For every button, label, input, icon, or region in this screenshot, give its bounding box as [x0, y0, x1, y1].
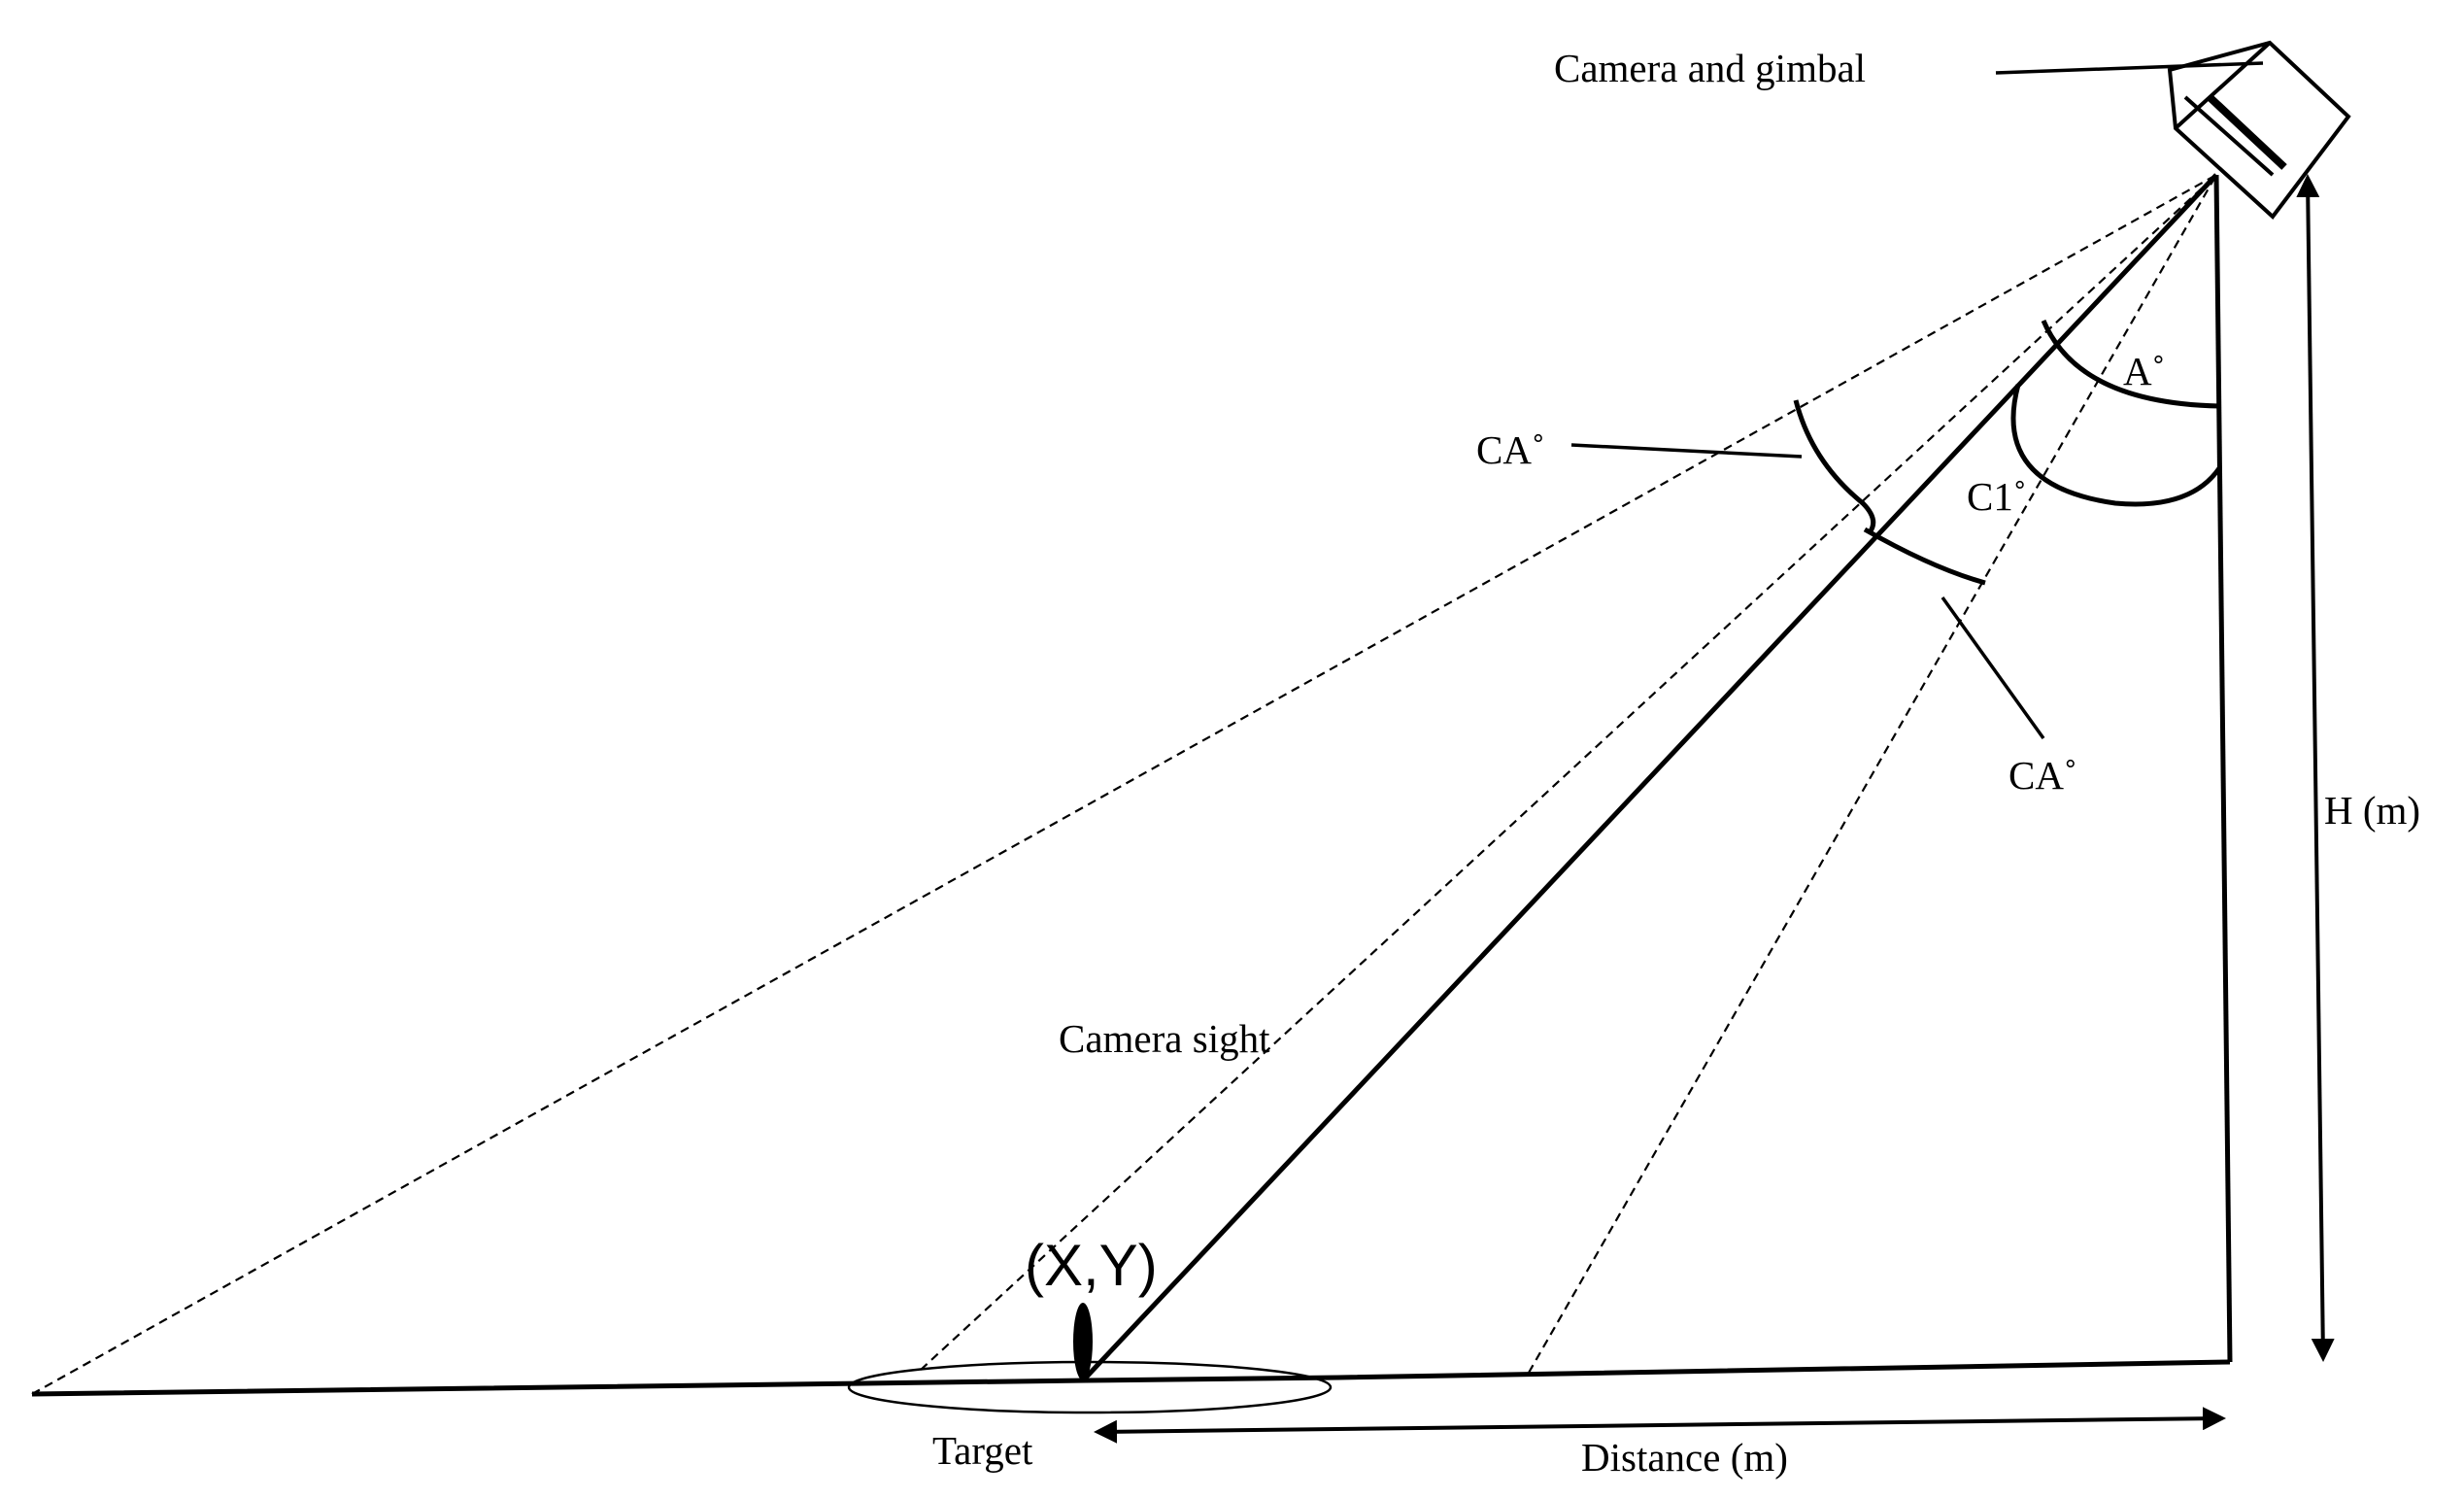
- camera-gimbal-label: Camera and gimbal: [1554, 46, 1866, 90]
- angle-ca-lower-arc: [1863, 527, 1986, 586]
- camera-gimbal-leader-line: [1995, 61, 2264, 75]
- target-point-label: (X,Y): [1025, 1233, 1158, 1298]
- camera-gimbal-icon: [2167, 40, 2351, 220]
- fov-far-dashed-line: [1528, 174, 2217, 1374]
- camera-sight-line: [1084, 173, 2218, 1379]
- distance-arrow: [1094, 1407, 2226, 1444]
- height-arrow: [2296, 174, 2335, 1362]
- angle-ca-upper-leader-line: [1570, 443, 1803, 459]
- fov-near-dashed-line: [920, 174, 2217, 1371]
- fov-outer-dashed-line: [31, 174, 2217, 1395]
- height-label: H (m): [2324, 788, 2420, 833]
- angle-ca-upper-arc: [1793, 399, 1876, 534]
- angle-c1-label: C1˚: [1967, 474, 2027, 519]
- angle-a-label: A˚: [2123, 349, 2165, 393]
- angle-c1-arc: [2010, 384, 2222, 507]
- angle-ca-lower-leader-line: [1941, 596, 2045, 740]
- distance-label: Distance (m): [1581, 1435, 1788, 1480]
- angle-ca-lower-label: CA˚: [2008, 753, 2077, 798]
- camera-pole: [2213, 174, 2233, 1363]
- camera-sight-label: Camera sight: [1059, 1016, 1270, 1061]
- ground-line: [31, 1359, 2231, 1397]
- angle-a-arc: [2041, 320, 2220, 409]
- target-label: Target: [932, 1428, 1033, 1473]
- target-area-ellipse: [847, 1360, 1333, 1414]
- angle-ca-upper-label: CA˚: [1476, 427, 1545, 472]
- target-point-marker: [1073, 1303, 1093, 1380]
